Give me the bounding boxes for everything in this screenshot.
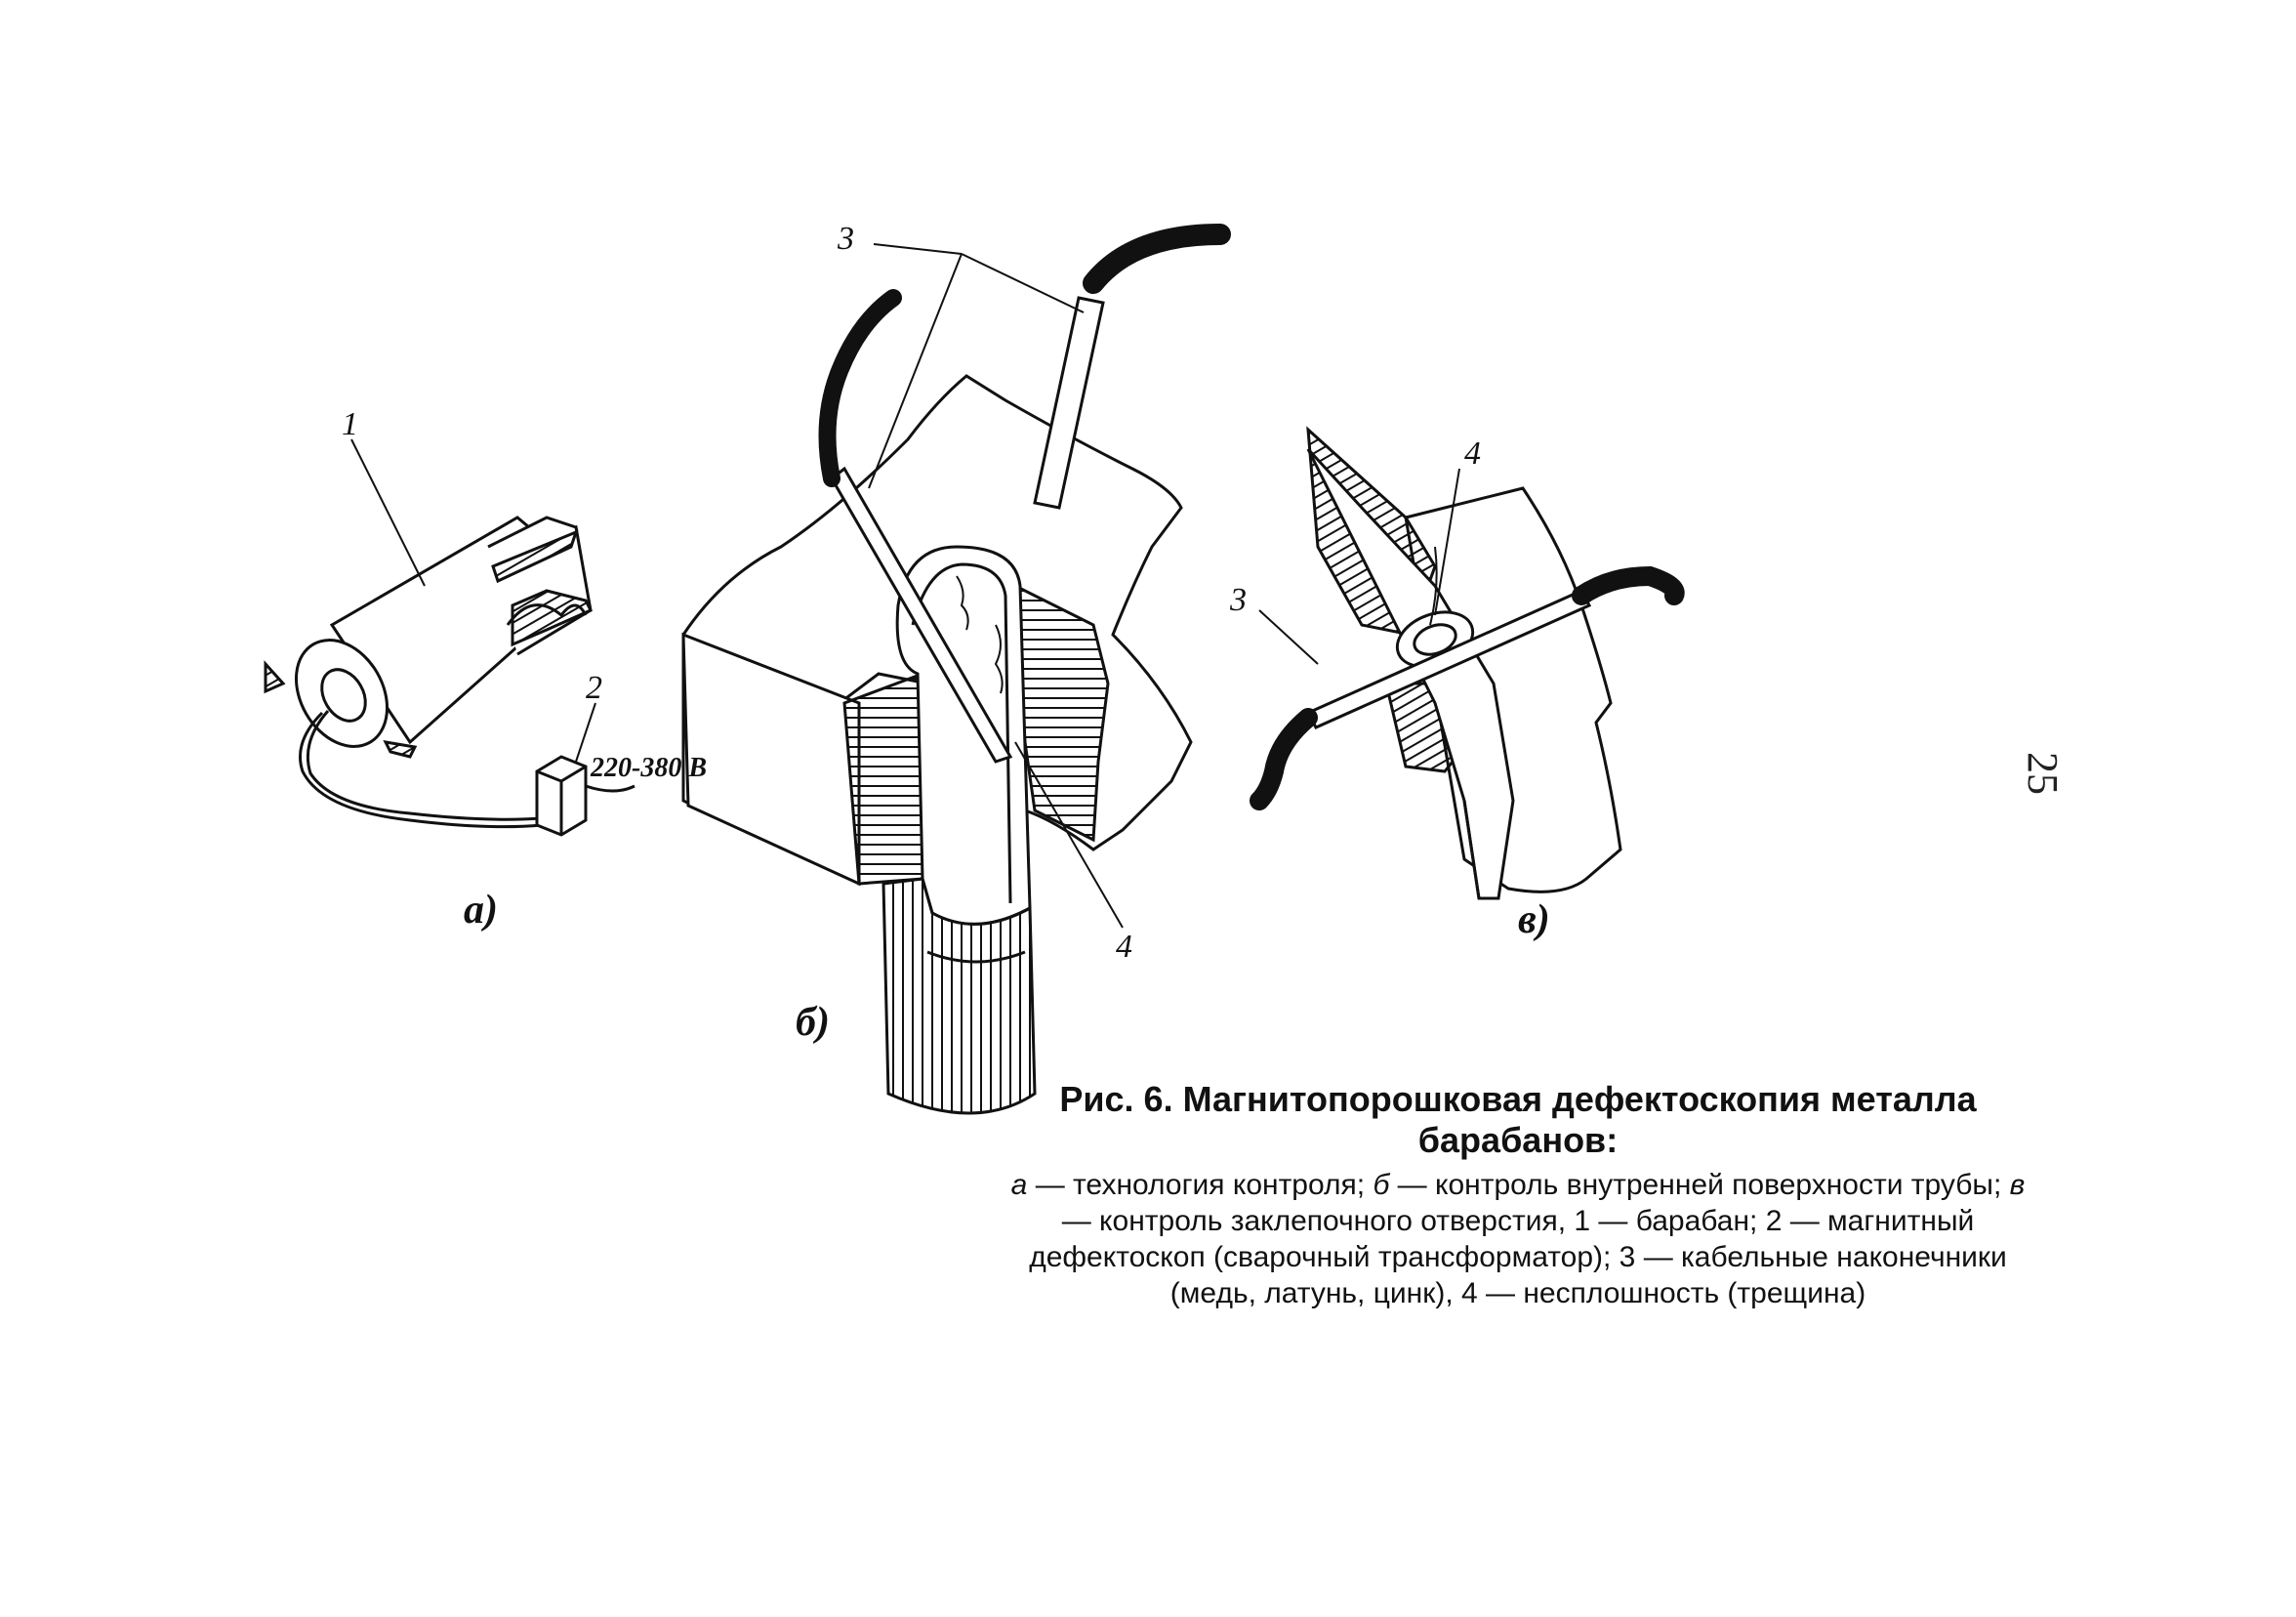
caption-text-b: — контроль внутренней поверхности трубы; <box>1389 1169 2010 1201</box>
panel-c-callout-3: 3 <box>1229 582 1247 618</box>
caption-key-b: б <box>1373 1169 1390 1201</box>
panel-a-drawing <box>264 438 636 837</box>
caption-text-c: — контроль заклепочного отверстия, 1 — б… <box>1029 1205 2007 1309</box>
panel-b-label: б) <box>796 1000 830 1045</box>
panel-b-drawing <box>681 224 1231 1115</box>
caption-key-a: а <box>1010 1169 1028 1201</box>
panel-a-voltage-label: 220-380 В <box>590 753 707 783</box>
panel-a-label: а) <box>464 888 498 933</box>
figure-caption: Рис. 6. Магнитопорошковая дефектоскопия … <box>996 1079 2040 1311</box>
caption-text-a: — технология контроля; <box>1027 1169 1374 1201</box>
caption-title: Рис. 6. Магнитопорошковая дефектоскопия … <box>1059 1079 1977 1160</box>
panel-a-callout-1: 1 <box>342 406 358 442</box>
panel-b-callout-3: 3 <box>837 221 854 257</box>
panel-c-callout-4: 4 <box>1464 435 1481 472</box>
panel-b-callout-4: 4 <box>1116 929 1132 965</box>
page-number: 25 <box>2019 752 2067 795</box>
panel-c-label: в) <box>1518 897 1550 942</box>
caption-key-c: в <box>2009 1169 2026 1201</box>
panel-a-callout-2: 2 <box>586 670 602 706</box>
panel-c-drawing <box>1250 426 1685 900</box>
caption-body: а — технология контроля; б — контроль вн… <box>996 1167 2040 1311</box>
